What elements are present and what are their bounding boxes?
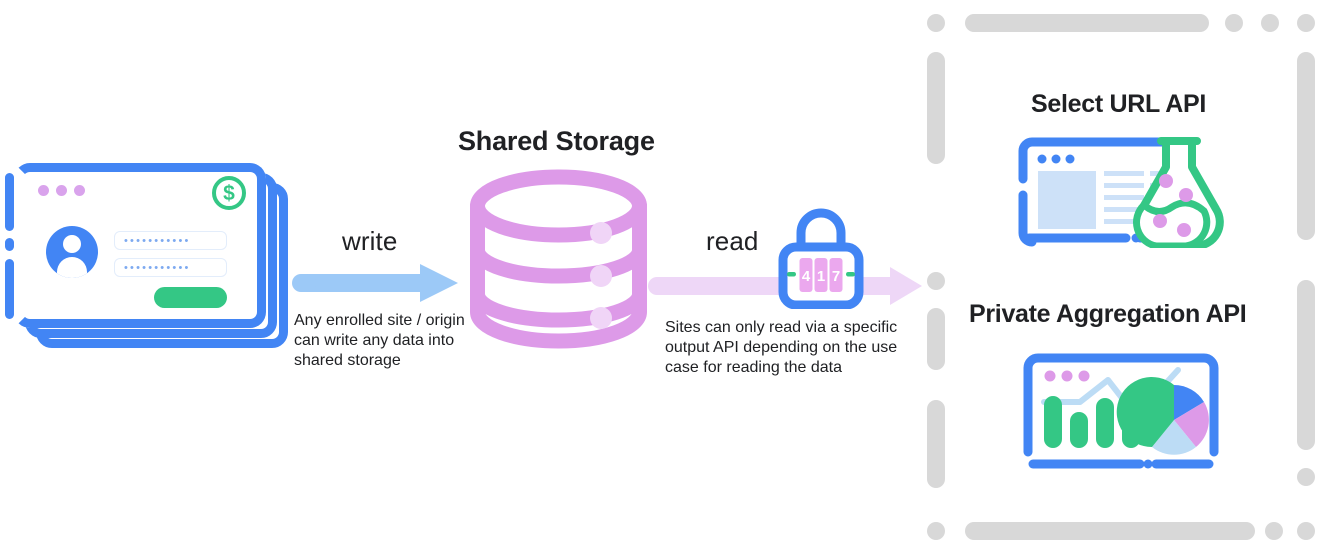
page-title: Shared Storage bbox=[458, 126, 655, 156]
combination-lock-icon: 4 1 7 bbox=[777, 203, 865, 314]
username-field[interactable]: ••••••••••• bbox=[114, 231, 227, 250]
write-arrow bbox=[292, 262, 460, 309]
svg-text:7: 7 bbox=[832, 268, 840, 285]
window-dot bbox=[56, 185, 67, 196]
svg-text:4: 4 bbox=[802, 268, 811, 285]
window-dot bbox=[74, 185, 85, 196]
border-dot bbox=[927, 272, 945, 290]
border-dash bbox=[1297, 52, 1315, 240]
border-dot bbox=[927, 522, 945, 540]
border-dash bbox=[927, 308, 945, 370]
read-label: read bbox=[706, 226, 759, 256]
select-url-api-glyph bbox=[1018, 137, 1224, 250]
border-dash bbox=[965, 14, 1209, 32]
window-left-nub bbox=[5, 238, 14, 251]
border-dash bbox=[965, 522, 1255, 540]
write-label: write bbox=[342, 226, 398, 256]
output-apis-panel bbox=[913, 0, 1333, 555]
border-dot bbox=[1225, 14, 1243, 32]
border-dot bbox=[1261, 14, 1279, 32]
border-dot bbox=[1297, 14, 1315, 32]
front-browser-window: $ ••••••••••• ••••••••••• bbox=[5, 163, 266, 328]
user-avatar-icon bbox=[46, 226, 98, 278]
private-aggregation-api-glyph bbox=[1023, 353, 1219, 469]
submit-button[interactable] bbox=[154, 287, 227, 308]
database-cylinder-icon bbox=[470, 169, 647, 349]
window-dot bbox=[38, 185, 49, 196]
dashboard-charts-icon bbox=[1022, 352, 1220, 485]
border-dot bbox=[1265, 522, 1283, 540]
dollar-glyph: $ bbox=[223, 181, 235, 205]
write-caption: Any enrolled site / origin can write any… bbox=[294, 312, 465, 369]
dollar-circle-icon: $ bbox=[212, 176, 246, 210]
border-dash bbox=[1297, 280, 1315, 450]
border-dot bbox=[1297, 522, 1315, 540]
avatar-body bbox=[57, 257, 87, 278]
source-sites-illustration: $ ••••••••••• ••••••••••• bbox=[5, 163, 294, 363]
border-dash bbox=[927, 52, 945, 164]
read-caption: Sites can only read via a specific outpu… bbox=[665, 319, 898, 376]
border-dot bbox=[1297, 468, 1315, 486]
border-dash bbox=[927, 400, 945, 488]
arrow-right-icon bbox=[292, 264, 458, 302]
private-aggregation-api-title: Private Aggregation API bbox=[969, 300, 1247, 328]
browser-flask-icon bbox=[1014, 133, 1229, 253]
border-dot bbox=[927, 14, 945, 32]
svg-text:1: 1 bbox=[817, 268, 825, 285]
lock-glyph: 4 1 7 bbox=[778, 208, 864, 310]
password-field[interactable]: ••••••••••• bbox=[114, 258, 227, 277]
window-traffic-dots bbox=[38, 185, 85, 196]
avatar-head bbox=[63, 235, 81, 253]
shared-storage-icon bbox=[466, 166, 651, 356]
select-url-api-title: Select URL API bbox=[1031, 90, 1207, 118]
